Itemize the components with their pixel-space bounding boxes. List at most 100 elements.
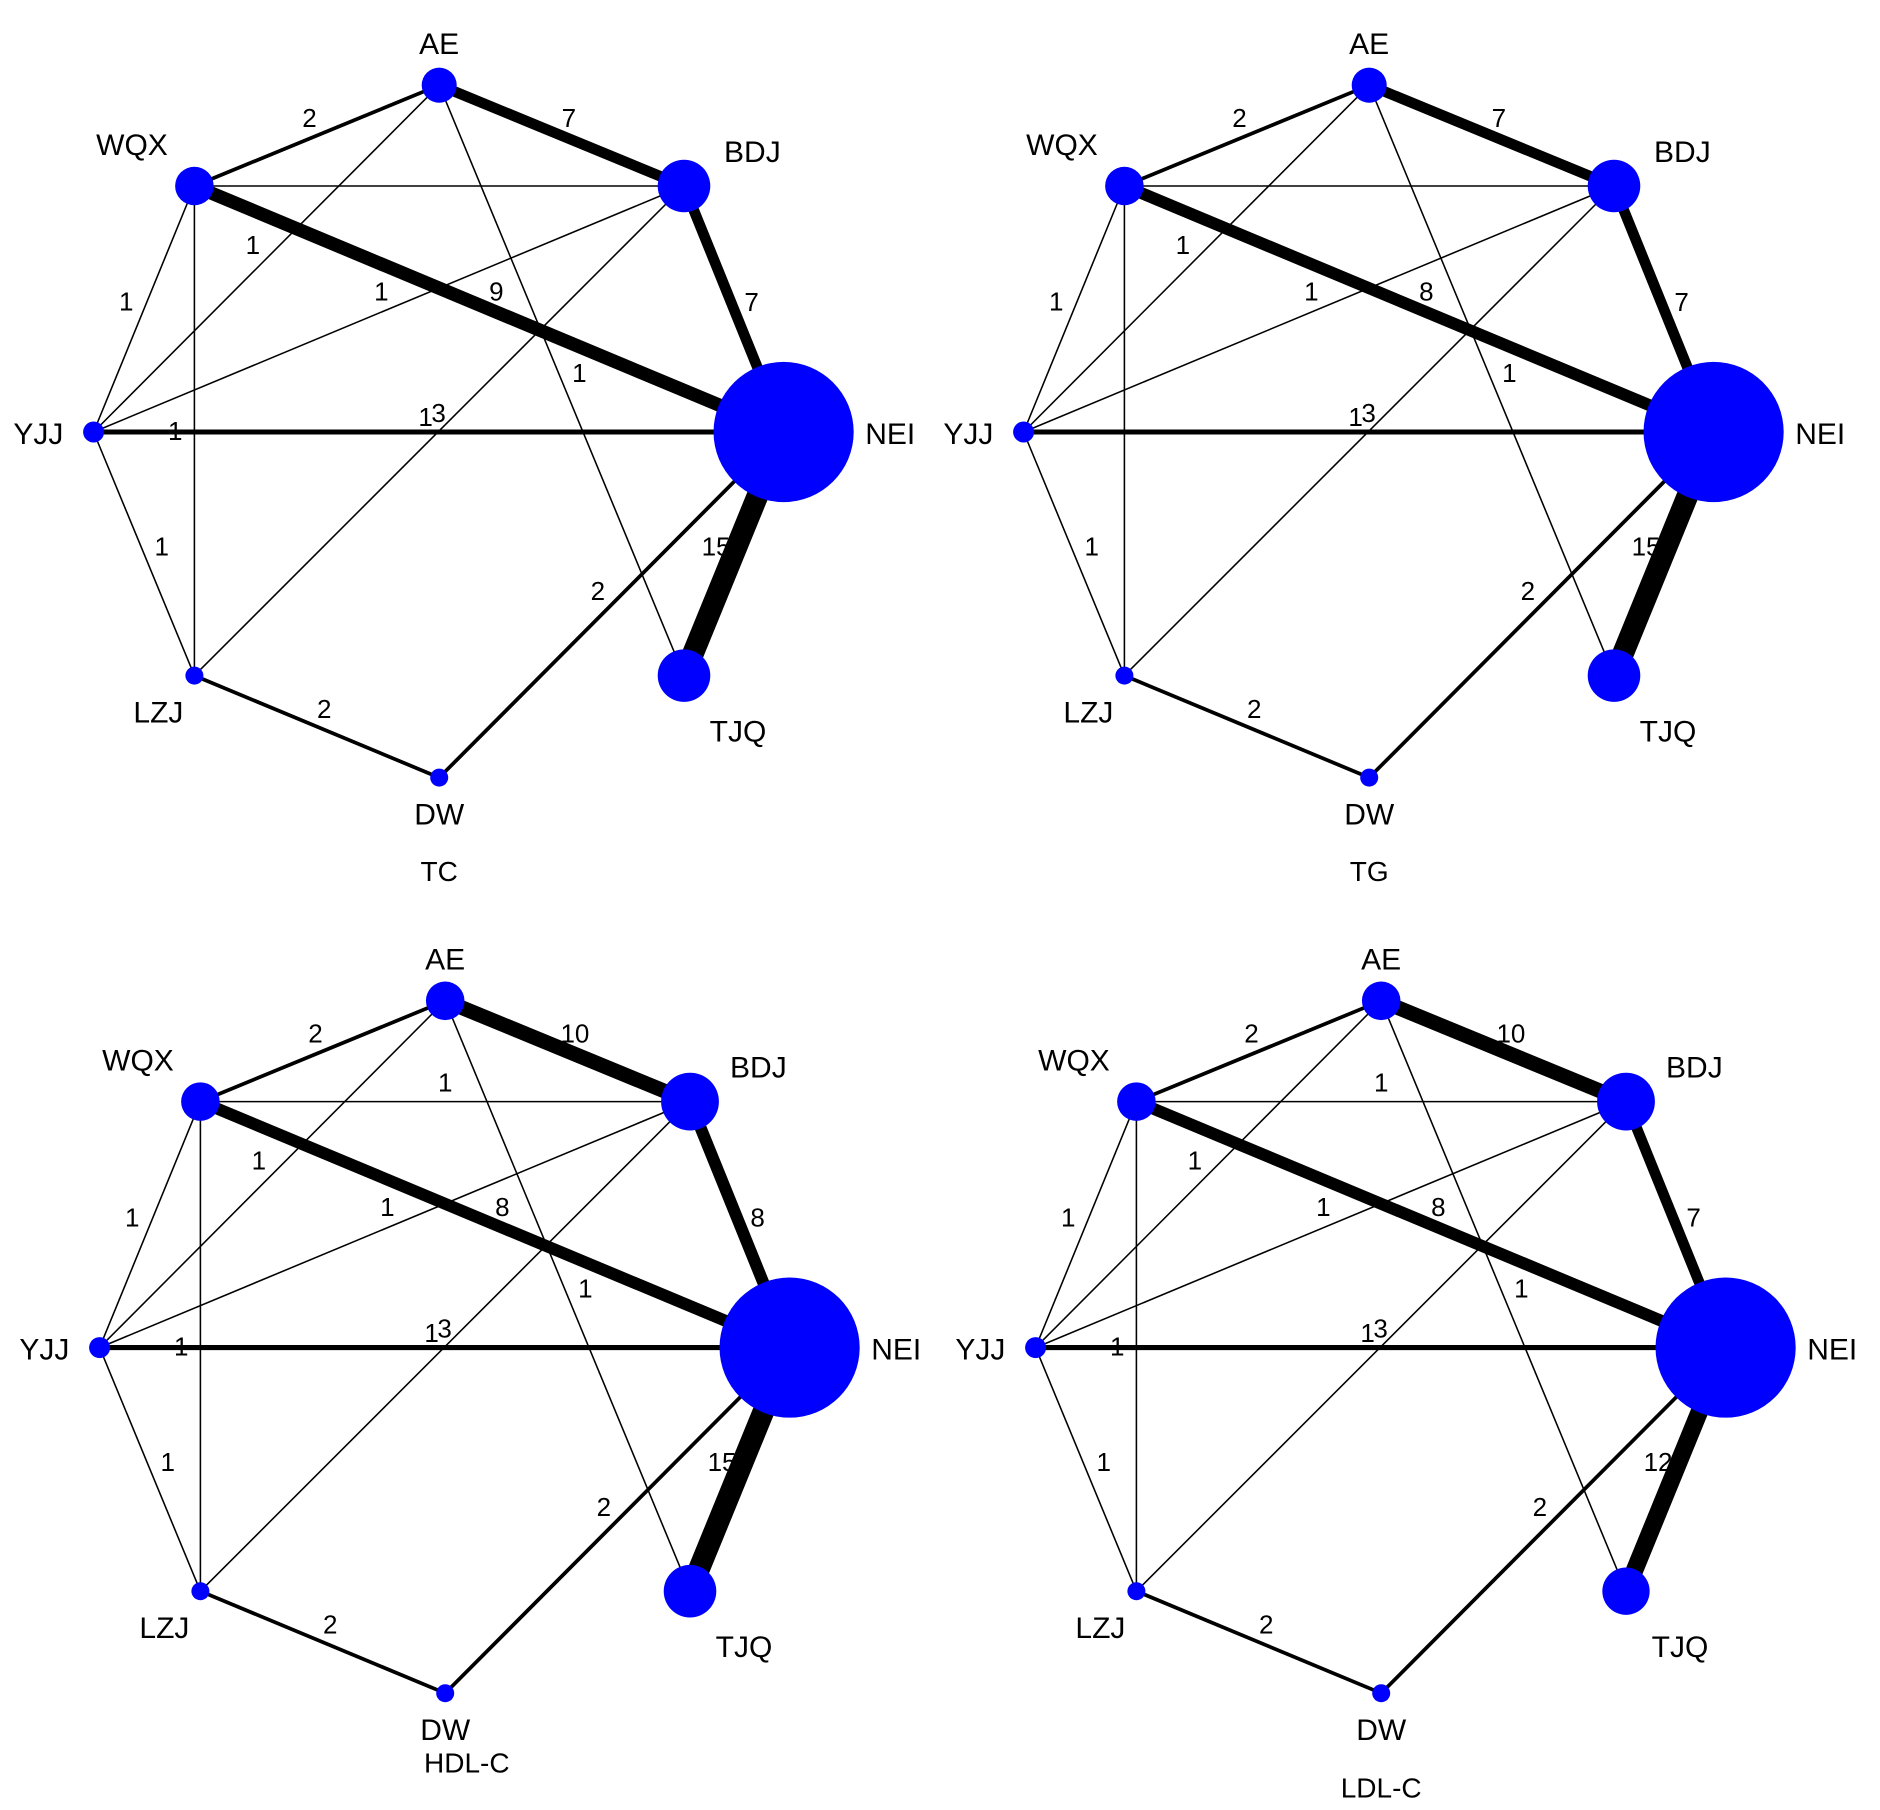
- node-label-ae: AE: [419, 28, 459, 61]
- edge-wqx-yjj: [1034, 1101, 1138, 1348]
- node-label-dw: DW: [414, 798, 465, 831]
- node-label-tjq: TJQ: [1652, 1631, 1709, 1664]
- node-label-dw: DW: [1344, 798, 1395, 831]
- edge-wqx-yjj: [92, 185, 196, 433]
- edge-nei-dw: [443, 1346, 791, 1695]
- node-label-ae: AE: [1361, 944, 1401, 977]
- edge-label: 8: [750, 1202, 764, 1232]
- edge-ae-bdj: [437, 80, 687, 191]
- edge-wqx-nei: [1134, 1096, 1728, 1354]
- node-label-bdj: BDJ: [1654, 136, 1711, 169]
- node-label-wqx: WQX: [96, 129, 168, 162]
- edge-label: 1: [119, 287, 133, 317]
- node-label-yjj: YJJ: [943, 418, 993, 451]
- node-ae: [425, 981, 465, 1021]
- edge-ae-yjj: [93, 84, 440, 433]
- node-label-nei: NEI: [1795, 418, 1845, 451]
- edge-label: 1: [438, 1067, 452, 1097]
- node-bdj: [1597, 1072, 1655, 1131]
- node-wqx: [1105, 166, 1144, 206]
- node-label-ae: AE: [425, 944, 465, 977]
- edge-yjj-lzj: [1034, 1347, 1138, 1592]
- edge-ae-tjq: [1368, 84, 1615, 676]
- panel-title: HDL-C: [424, 1747, 510, 1778]
- node-wqx: [181, 1082, 220, 1121]
- edge-label: 1: [1374, 1067, 1388, 1097]
- edge-label: 3: [431, 398, 445, 428]
- edge-label: 2: [1244, 1018, 1258, 1048]
- edge-label: 8: [1419, 276, 1433, 306]
- edge-wqx-yjj: [98, 1101, 202, 1348]
- edge-ae-wqx: [1123, 83, 1370, 188]
- node-nei: [1655, 1277, 1796, 1418]
- edge-label: 15: [1632, 532, 1661, 562]
- edge-ae-bdj: [1378, 993, 1629, 1109]
- node-label-bdj: BDJ: [1666, 1052, 1723, 1085]
- node-label-dw: DW: [1356, 1714, 1407, 1747]
- node-yjj: [83, 421, 105, 443]
- edge-label: 1: [1061, 1202, 1075, 1232]
- edge-label: 1: [1502, 358, 1516, 388]
- edge-label: 1: [1514, 1274, 1528, 1304]
- node-label-yjj: YJJ: [19, 1334, 69, 1367]
- edge-ae-bdj: [1367, 80, 1617, 191]
- node-tjq: [663, 1564, 717, 1618]
- edge-nei-dw: [1379, 1346, 1727, 1695]
- edge-label: 1: [252, 1146, 266, 1176]
- edge-label: 8: [495, 1192, 509, 1222]
- edge-label: 1: [246, 230, 260, 260]
- edge-wqx-yjj: [1022, 185, 1126, 433]
- edge-label: 1: [1348, 402, 1362, 432]
- edge-wqx-nei: [191, 179, 787, 439]
- edge-label: 1: [155, 531, 169, 561]
- edge-label: 2: [1232, 103, 1246, 133]
- node-tjq: [1587, 649, 1641, 702]
- edge-ae-yjj: [1023, 84, 1370, 433]
- panel-title: LDL-C: [1341, 1773, 1422, 1804]
- node-nei: [1643, 361, 1784, 503]
- edge-bdj-yjj: [1035, 1100, 1627, 1349]
- edge-bdj-yjj: [93, 185, 685, 433]
- edge-label: 2: [1521, 576, 1535, 606]
- panel-title: TG: [1350, 856, 1389, 887]
- node-bdj: [661, 1072, 719, 1131]
- edge-bdj-yjj: [1023, 185, 1615, 433]
- edge-label: 1: [424, 1318, 438, 1348]
- node-label-yjj: YJJ: [955, 1334, 1005, 1367]
- node-dw: [436, 1684, 455, 1703]
- node-yjj: [1025, 1337, 1047, 1359]
- edge-label: 1: [1304, 276, 1318, 306]
- edge-label: 7: [744, 287, 758, 317]
- node-dw: [430, 768, 449, 787]
- edge-label: 1: [1085, 531, 1099, 561]
- node-label-nei: NEI: [871, 1334, 921, 1367]
- edge-label: 1: [1176, 230, 1190, 260]
- edge-label: 1: [174, 1331, 188, 1361]
- edge-yjj-lzj: [98, 1347, 202, 1592]
- edge-lzj-dw: [1123, 673, 1370, 780]
- panel-title: TC: [421, 856, 458, 887]
- node-wqx: [175, 166, 214, 206]
- node-bdj: [1587, 159, 1641, 213]
- edge-wqx-nei: [1122, 180, 1716, 438]
- edge-ae-wqx: [1135, 999, 1382, 1104]
- node-yjj: [1013, 421, 1035, 443]
- node-nei: [713, 361, 854, 503]
- edge-label: 1: [1049, 287, 1063, 317]
- node-label-lzj: LZJ: [1063, 696, 1113, 729]
- edge-label: 10: [560, 1018, 589, 1048]
- edge-label: 1: [161, 1447, 175, 1477]
- edge-ae-tjq: [438, 84, 685, 676]
- node-label-wqx: WQX: [1038, 1044, 1110, 1077]
- edge-label: 2: [597, 1492, 611, 1522]
- node-label-nei: NEI: [865, 418, 915, 451]
- node-lzj: [191, 1582, 210, 1601]
- edge-label: 3: [1361, 398, 1375, 428]
- edge-label: 15: [708, 1447, 737, 1477]
- edge-ae-yjj: [99, 1000, 446, 1349]
- edge-label: 2: [323, 1609, 337, 1639]
- edge-label: 7: [1686, 1202, 1700, 1232]
